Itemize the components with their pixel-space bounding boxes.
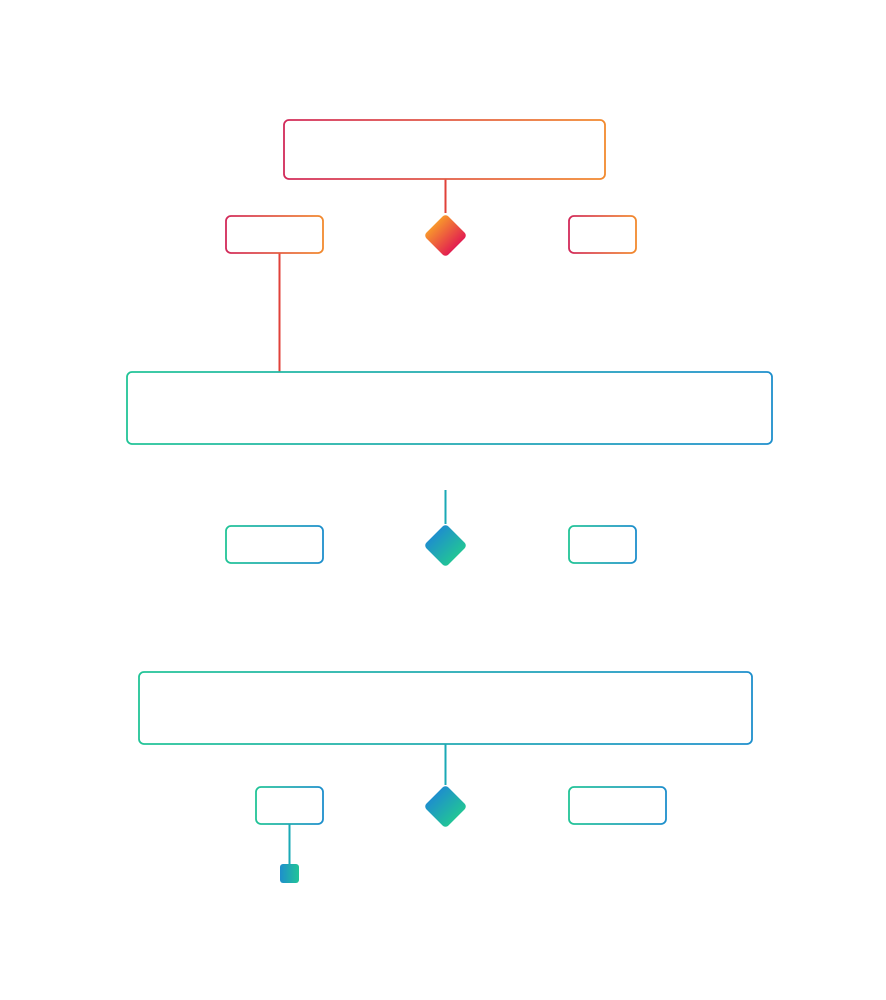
option-box-1-right[interactable] [568, 215, 637, 254]
process-box-3[interactable] [138, 671, 753, 745]
option-box-2-right[interactable] [568, 525, 637, 564]
process-box-1[interactable] [283, 119, 606, 180]
decision-diamond-2[interactable] [424, 524, 468, 568]
end-marker-square[interactable] [280, 864, 299, 883]
process-box-2[interactable] [126, 371, 773, 445]
option-box-2-left[interactable] [225, 525, 324, 564]
option-box-1-left[interactable] [225, 215, 324, 254]
option-box-3-right[interactable] [568, 786, 667, 825]
option-box-3-left[interactable] [255, 786, 324, 825]
decision-diamond-3[interactable] [424, 785, 468, 829]
decision-diamond-1[interactable] [424, 214, 468, 258]
